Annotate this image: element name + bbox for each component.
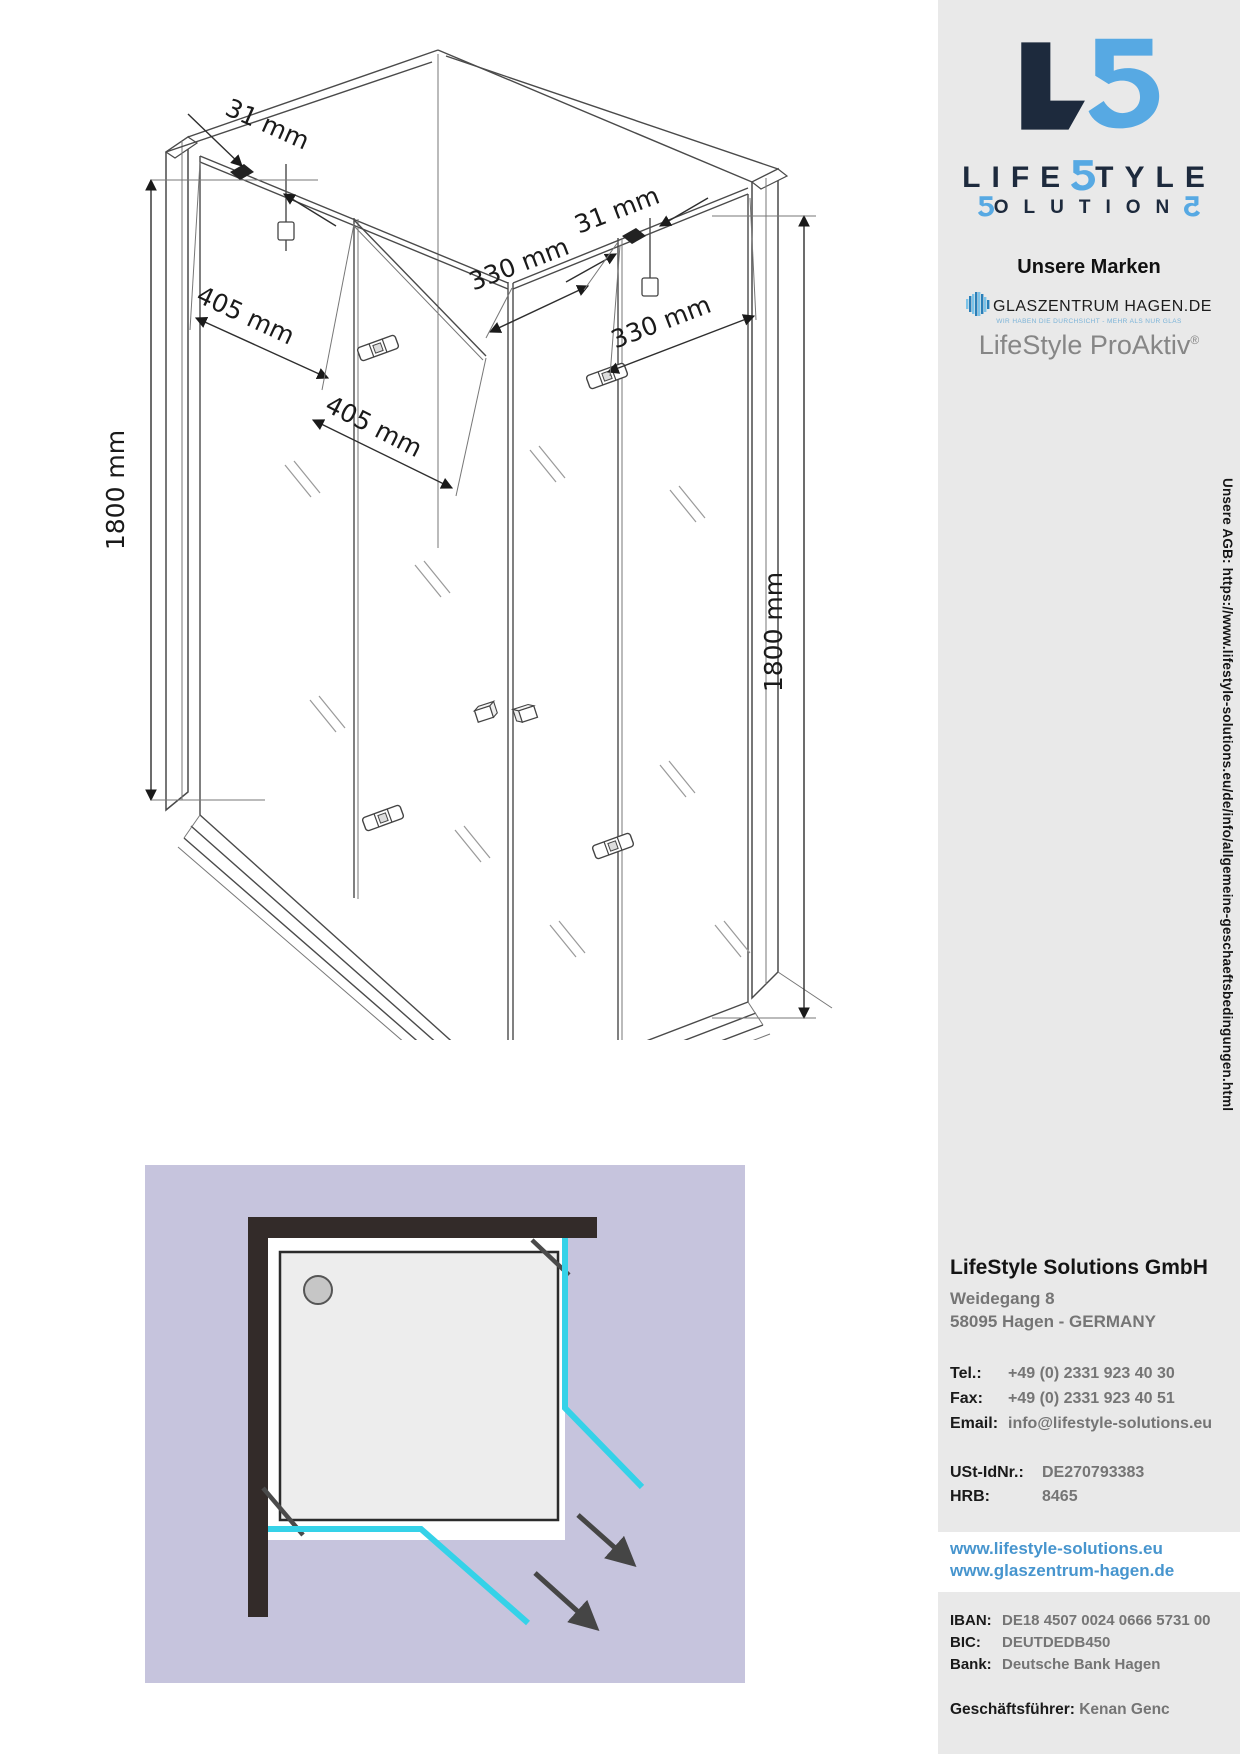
open-direction-arrow-1 (576, 1513, 637, 1567)
logo-life: LIFE (962, 161, 1072, 194)
email-row: Email: info@lifestyle-solutions.eu (950, 1411, 1212, 1436)
tel-value: +49 (0) 2331 923 40 30 (1008, 1365, 1175, 1382)
email-value[interactable]: info@lifestyle-solutions.eu (1008, 1415, 1213, 1432)
brand-proaktiv: LifeStyle ProAktiv® (938, 330, 1240, 361)
anchor-block-left (230, 164, 254, 180)
iban-value: DE18 4507 0024 0666 5731 00 (1002, 1612, 1211, 1629)
bank-block: IBAN: DE18 4507 0024 0666 5731 00 BIC: D… (950, 1610, 1211, 1676)
glass-door-bottom (268, 1526, 530, 1626)
bic-row: BIC: DEUTDEDB450 (950, 1632, 1211, 1654)
registration-block: USt-IdNr.: DE270793383 HRB: 8465 (950, 1461, 1144, 1509)
shower-tray (177, 814, 771, 1040)
dim-label-31-left: 31 mm (221, 93, 314, 155)
dimension-1800-left: 1800 mm (101, 178, 318, 802)
brands-heading: Unsere Marken (1017, 256, 1161, 278)
dimension-330-right: 330 mm (606, 197, 757, 377)
website-link-lifestyle[interactable]: www.lifestyle-solutions.eu (950, 1539, 1163, 1558)
logo-mark-icon (1021, 38, 1160, 130)
ustid-label: USt-IdNr.: (950, 1464, 1024, 1481)
proaktiv-name: LifeStyle ProAktiv (978, 330, 1191, 360)
agb-vertical-link[interactable]: Unsere AGB: https://www.lifestyle-soluti… (1220, 478, 1235, 1112)
company-name: LifeStyle Solutions GmbH (950, 1256, 1208, 1279)
left-wall (164, 135, 199, 812)
bank-value: Deutsche Bank Hagen (1002, 1656, 1161, 1673)
logo-tyle: TYLE (1095, 161, 1216, 194)
tel-row: Tel.: +49 (0) 2331 923 40 30 (950, 1361, 1212, 1386)
tel-label: Tel.: (950, 1365, 982, 1382)
glass-hinges (356, 333, 635, 861)
ceiling-edges (165, 49, 779, 548)
dimension-330-top: 330 mm (465, 232, 619, 339)
website-link-glaszentrum[interactable]: www.glaszentrum-hagen.de (950, 1561, 1175, 1580)
glass-shine-marks (284, 445, 751, 958)
logo-s-icon (977, 196, 994, 217)
topview-diagram (145, 1165, 745, 1683)
hrb-value: 8465 (1042, 1488, 1078, 1505)
dimension-405-bottom: 405 mm (311, 357, 487, 497)
hrb-label: HRB: (950, 1488, 990, 1505)
logo-s-mirrored-icon (1184, 196, 1201, 217)
fax-label: Fax: (950, 1390, 983, 1407)
ceo-block: Geschäftsführer: Kenan Genc (950, 1701, 1170, 1719)
glaszentrum-tagline: WIR HABEN DIE DURCHSICHT - MEHR ALS NUR … (996, 318, 1182, 325)
ustid-row: USt-IdNr.: DE270793383 (950, 1461, 1144, 1485)
email-label: Email: (950, 1415, 999, 1432)
bic-value: DEUTDEDB450 (1002, 1634, 1111, 1651)
company-address: LifeStyle Solutions GmbH Weidegang 8 580… (950, 1256, 1208, 1333)
logo-wordmark-line2: OLUTION (938, 196, 1240, 220)
bank-label: Bank: (950, 1656, 992, 1673)
logo-s-icon (1071, 160, 1096, 191)
iban-row: IBAN: DE18 4507 0024 0666 5731 00 (950, 1610, 1211, 1632)
websites-block: www.lifestyle-solutions.eu www.glaszentr… (950, 1538, 1174, 1582)
logo-wordmark-line1: LIFE TYLE (938, 160, 1240, 195)
dim-label-1800-right: 1800 mm (759, 572, 788, 692)
fax-row: Fax: +49 (0) 2331 923 40 51 (950, 1386, 1212, 1411)
info-sidebar: LIFE TYLE OLUTION Unsere Marken GLASZENTR… (938, 0, 1240, 1754)
ustid-value: DE270793383 (1042, 1464, 1145, 1481)
open-direction-arrow-2 (533, 1571, 600, 1632)
dim-label-330-right: 330 mm (607, 290, 715, 354)
hrb-row: HRB: 8465 (950, 1485, 1144, 1509)
logo-olution: OLUTION (993, 197, 1185, 218)
glass-door-right (562, 1238, 645, 1490)
registered-mark: ® (1190, 333, 1200, 347)
company-logo: LIFE TYLE OLUTION (938, 34, 1240, 220)
company-street: Weidegang 8 (950, 1289, 1055, 1308)
iban-label: IBAN: (950, 1612, 992, 1629)
brand-glaszentrum: GLASZENTRUM HAGEN.DE WIR HABEN DIE DURCH… (938, 291, 1240, 325)
drain-circle (303, 1275, 333, 1305)
fax-value: +49 (0) 2331 923 40 51 (1008, 1390, 1175, 1407)
bank-row: Bank: Deutsche Bank Hagen (950, 1654, 1211, 1676)
bic-label: BIC: (950, 1634, 981, 1651)
right-wall (750, 167, 833, 1009)
wall-mount-pins (230, 164, 659, 297)
dimension-405-top: 405 mm (189, 161, 355, 391)
websites-band (938, 1532, 1240, 1592)
glaszentrum-name: GLASZENTRUM HAGEN.DE (993, 298, 1212, 315)
ceo-name: Kenan Genc (1079, 1701, 1170, 1718)
glaszentrum-stripes-icon (966, 292, 990, 316)
dimension-1800-right: 1800 mm (712, 214, 816, 1020)
glass-panels (199, 155, 749, 1040)
door-handles (472, 700, 539, 725)
dim-label-1800-left: 1800 mm (101, 430, 130, 550)
anchor-block-right (622, 228, 646, 244)
contact-block: Tel.: +49 (0) 2331 923 40 30 Fax: +49 (0… (950, 1361, 1212, 1436)
company-city: 58095 Hagen - GERMANY (950, 1312, 1156, 1331)
isometric-drawing: 1800 mm 1800 mm 31 mm 31 mm 330 mm (101, 49, 833, 1040)
ceo-label: Geschäftsführer: (950, 1701, 1075, 1718)
dim-label-405-bottom: 405 mm (321, 390, 427, 463)
